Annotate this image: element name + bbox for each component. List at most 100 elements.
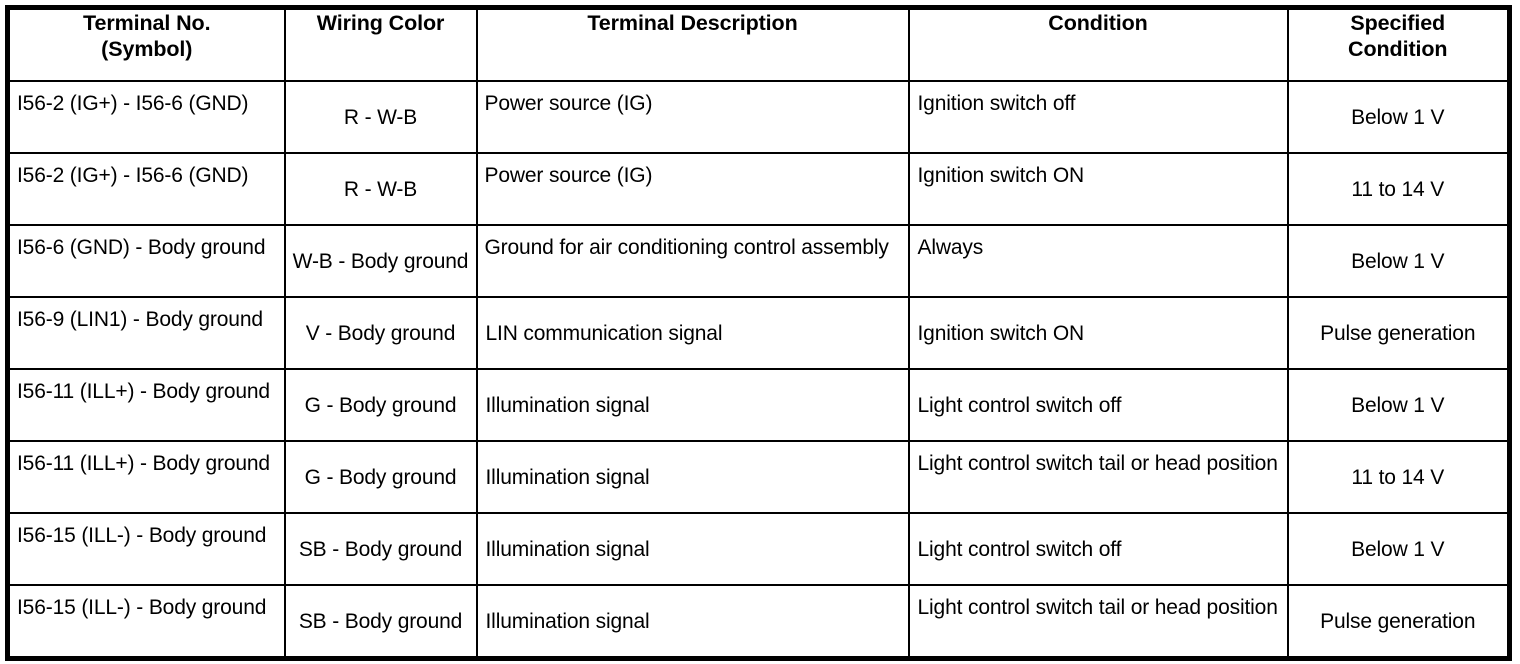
- cell-wiring-color: SB - Body ground: [283, 584, 478, 659]
- cell-terminal-description: Power source (IG): [475, 152, 910, 226]
- cell-terminal-no: I56-11 (ILL+) - Body ground: [7, 440, 286, 514]
- table-row: I56-2 (IG+) - I56-6 (GND) R - W-B Power …: [7, 152, 1510, 226]
- header-row: Terminal No. (Symbol) Wiring Color Termi…: [7, 6, 1510, 82]
- cell-terminal-no-text: I56-11 (ILL+) - Body ground: [17, 380, 270, 403]
- cell-terminal-description: Illumination signal: [475, 584, 910, 659]
- cell-wiring-color-text: R - W-B: [343, 105, 418, 129]
- cell-condition: Always: [907, 224, 1289, 298]
- cell-specified-condition: Below 1 V: [1286, 224, 1510, 298]
- cell-wiring-color: SB - Body ground: [283, 512, 478, 586]
- cell-terminal-description: LIN communication signal: [475, 296, 910, 370]
- column-header-specified-condition-line2: Condition: [1348, 37, 1448, 61]
- table-row: I56-15 (ILL-) - Body ground SB - Body gr…: [7, 512, 1510, 586]
- cell-terminal-description: Ground for air conditioning control asse…: [475, 224, 910, 298]
- column-header-wiring-color-line1: Wiring Color: [316, 11, 445, 35]
- column-header-terminal-no-line1: Terminal No.: [83, 11, 211, 35]
- cell-condition-text: Ignition switch ON: [917, 321, 1085, 345]
- cell-terminal-no: I56-15 (ILL-) - Body ground: [7, 584, 286, 659]
- cell-terminal-description-text: Illumination signal: [485, 609, 650, 633]
- cell-terminal-description-text: Illumination signal: [485, 537, 650, 561]
- cell-specified-condition: Below 1 V: [1286, 80, 1510, 154]
- column-header-terminal-no-line2: (Symbol): [101, 37, 193, 61]
- column-header-terminal-description: Terminal Description: [475, 6, 910, 82]
- cell-wiring-color-text: G - Body ground: [304, 393, 457, 417]
- table-row: I56-9 (LIN1) - Body ground V - Body grou…: [7, 296, 1510, 370]
- cell-specified-condition-text: 11 to 14 V: [1351, 465, 1445, 489]
- cell-wiring-color: G - Body ground: [283, 440, 478, 514]
- cell-wiring-color-text: V - Body ground: [305, 321, 456, 345]
- table-header: Terminal No. (Symbol) Wiring Color Termi…: [7, 6, 1510, 82]
- cell-condition: Light control switch tail or head positi…: [907, 584, 1289, 659]
- cell-specified-condition: Below 1 V: [1286, 368, 1510, 442]
- cell-condition: Ignition switch off: [907, 80, 1289, 154]
- cell-condition: Ignition switch ON: [907, 152, 1289, 226]
- table-body: I56-2 (IG+) - I56-6 (GND) R - W-B Power …: [7, 80, 1510, 659]
- cell-specified-condition-text: Pulse generation: [1320, 609, 1476, 633]
- terminal-specification-table: Terminal No. (Symbol) Wiring Color Termi…: [5, 5, 1512, 661]
- table-row: I56-15 (ILL-) - Body ground SB - Body gr…: [7, 584, 1510, 659]
- table-row: I56-6 (GND) - Body ground W-B - Body gro…: [7, 224, 1510, 298]
- column-header-specified-condition: Specified Condition: [1286, 6, 1510, 82]
- cell-terminal-no-text: I56-15 (ILL-) - Body ground: [17, 596, 267, 619]
- cell-specified-condition-text: Below 1 V: [1351, 249, 1445, 273]
- cell-terminal-no-text: I56-2 (IG+) - I56-6 (GND): [17, 92, 249, 115]
- table-row: I56-2 (IG+) - I56-6 (GND) R - W-B Power …: [7, 80, 1510, 154]
- cell-wiring-color-text: SB - Body ground: [298, 609, 463, 633]
- cell-terminal-description-text: Illumination signal: [485, 465, 650, 489]
- cell-specified-condition: Below 1 V: [1286, 512, 1510, 586]
- table-row: I56-11 (ILL+) - Body ground G - Body gro…: [7, 368, 1510, 442]
- cell-wiring-color: V - Body ground: [283, 296, 478, 370]
- cell-specified-condition-text: 11 to 14 V: [1351, 177, 1445, 201]
- cell-specified-condition-text: Below 1 V: [1351, 393, 1445, 417]
- cell-condition-text: Light control switch off: [917, 537, 1122, 561]
- cell-condition-text: Light control switch tail or head positi…: [917, 452, 1278, 475]
- cell-terminal-description-text: LIN communication signal: [485, 321, 723, 345]
- table-row: I56-11 (ILL+) - Body ground G - Body gro…: [7, 440, 1510, 514]
- cell-wiring-color: R - W-B: [283, 80, 478, 154]
- cell-condition: Light control switch tail or head positi…: [907, 440, 1289, 514]
- cell-wiring-color-text: W-B - Body ground: [292, 249, 469, 273]
- cell-condition-text: Ignition switch off: [917, 92, 1076, 115]
- cell-condition-text: Light control switch tail or head positi…: [917, 596, 1278, 619]
- cell-wiring-color: R - W-B: [283, 152, 478, 226]
- cell-terminal-no: I56-2 (IG+) - I56-6 (GND): [7, 80, 286, 154]
- cell-condition: Light control switch off: [907, 368, 1289, 442]
- cell-terminal-no-text: I56-15 (ILL-) - Body ground: [17, 524, 267, 547]
- cell-condition-text: Light control switch off: [917, 393, 1122, 417]
- cell-specified-condition: Pulse generation: [1286, 296, 1510, 370]
- cell-terminal-no-text: I56-2 (IG+) - I56-6 (GND): [17, 164, 249, 187]
- cell-specified-condition: Pulse generation: [1286, 584, 1510, 659]
- cell-terminal-description: Illumination signal: [475, 440, 910, 514]
- cell-terminal-no: I56-15 (ILL-) - Body ground: [7, 512, 286, 586]
- cell-terminal-description: Power source (IG): [475, 80, 910, 154]
- cell-condition: Light control switch off: [907, 512, 1289, 586]
- cell-wiring-color-text: G - Body ground: [304, 465, 457, 489]
- cell-terminal-no-text: I56-9 (LIN1) - Body ground: [17, 308, 263, 331]
- cell-wiring-color: W-B - Body ground: [283, 224, 478, 298]
- cell-wiring-color: G - Body ground: [283, 368, 478, 442]
- cell-specified-condition-text: Below 1 V: [1351, 537, 1445, 561]
- column-header-condition-line1: Condition: [1048, 11, 1148, 35]
- cell-wiring-color-text: SB - Body ground: [298, 537, 463, 561]
- cell-terminal-no: I56-2 (IG+) - I56-6 (GND): [7, 152, 286, 226]
- column-header-terminal-description-line1: Terminal Description: [587, 11, 798, 35]
- column-header-specified-condition-line1: Specified: [1350, 11, 1446, 35]
- cell-terminal-description-text: Power source (IG): [484, 164, 653, 187]
- cell-terminal-no: I56-9 (LIN1) - Body ground: [7, 296, 286, 370]
- cell-terminal-no-text: I56-6 (GND) - Body ground: [17, 236, 266, 259]
- cell-terminal-no: I56-6 (GND) - Body ground: [7, 224, 286, 298]
- cell-condition: Ignition switch ON: [907, 296, 1289, 370]
- cell-terminal-no: I56-11 (ILL+) - Body ground: [7, 368, 286, 442]
- cell-specified-condition: 11 to 14 V: [1286, 440, 1510, 514]
- cell-specified-condition-text: Below 1 V: [1351, 105, 1445, 129]
- cell-terminal-description-text: Illumination signal: [485, 393, 650, 417]
- cell-terminal-description: Illumination signal: [475, 512, 910, 586]
- cell-terminal-description-text: Power source (IG): [484, 92, 653, 115]
- column-header-wiring-color: Wiring Color: [283, 6, 478, 82]
- column-header-terminal-no: Terminal No. (Symbol): [7, 6, 286, 82]
- cell-terminal-no-text: I56-11 (ILL+) - Body ground: [17, 452, 270, 475]
- cell-terminal-description-text: Ground for air conditioning control asse…: [484, 236, 889, 259]
- cell-terminal-description: Illumination signal: [475, 368, 910, 442]
- column-header-condition: Condition: [907, 6, 1289, 82]
